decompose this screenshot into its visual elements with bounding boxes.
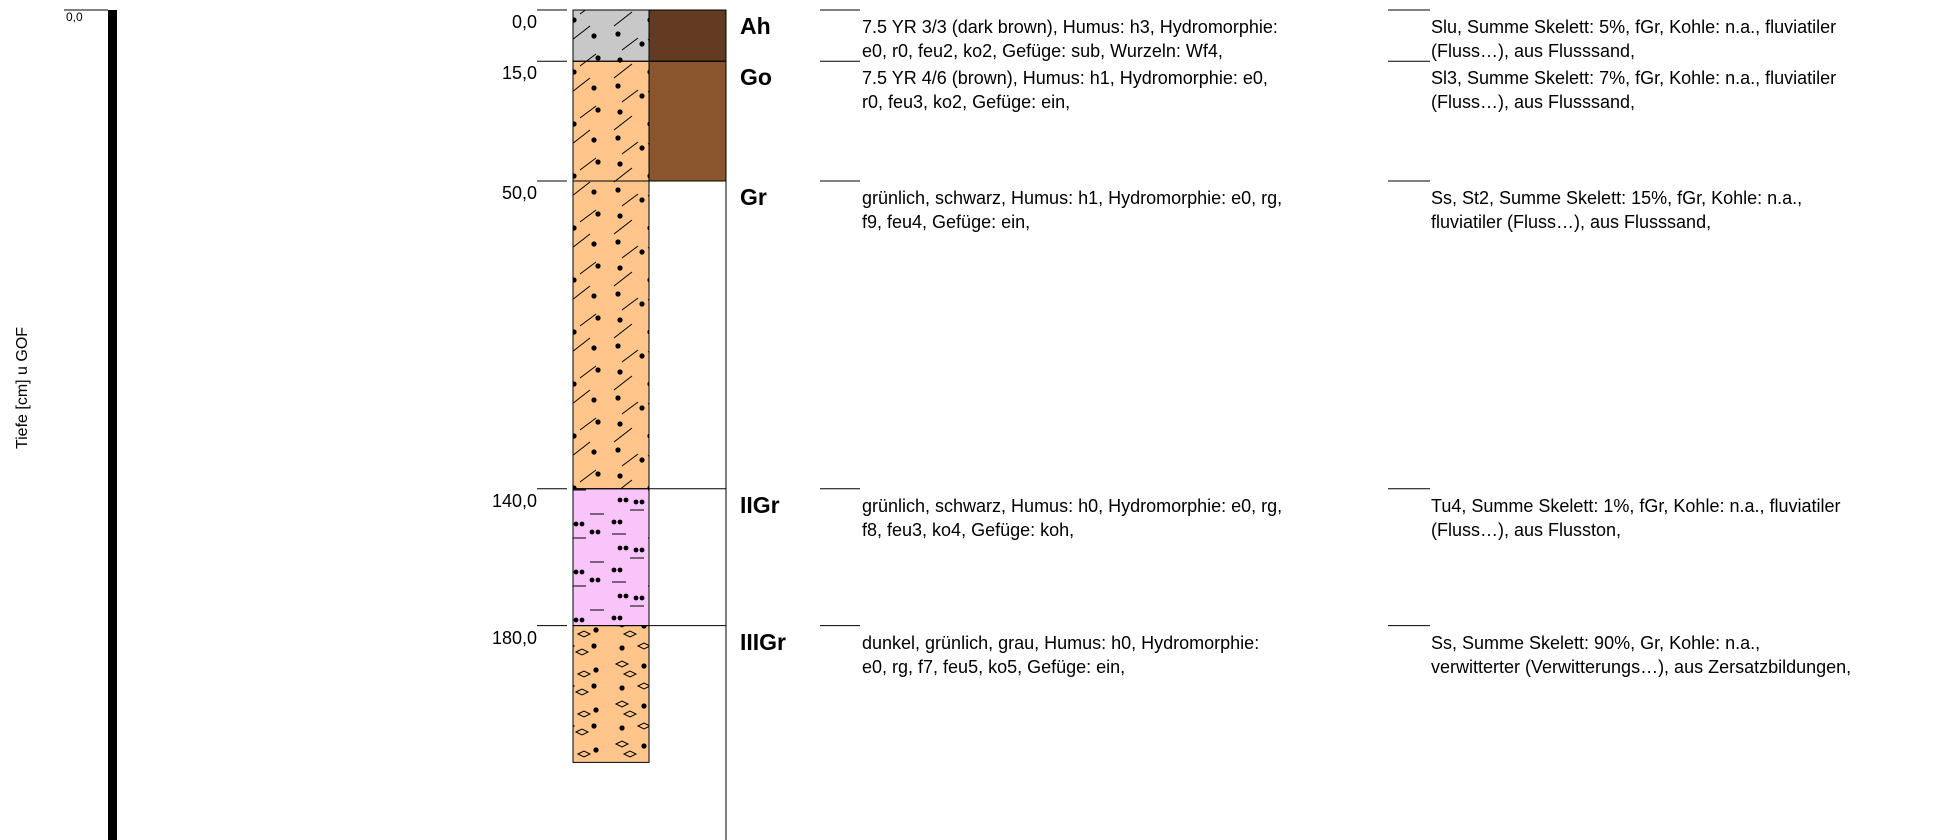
horizon-name-Go: Go — [740, 64, 772, 91]
horizon-description-IIIGr: dunkel, grünlich, grau, Humus: h0, Hydro… — [862, 632, 1260, 677]
lithology-pattern-IIIGr — [573, 625, 649, 763]
horizon-description-Ah: 7.5 YR 3/3 (dark brown), Humus: h3, Hydr… — [862, 17, 1278, 61]
depth-axis-bar — [108, 10, 117, 840]
lithology-pattern-Gr — [573, 181, 649, 489]
depth-value-Go: 15,0 — [501, 63, 537, 84]
horizon-description-Gr: grünlich, schwarz, Humus: h1, Hydromorph… — [862, 188, 1283, 232]
horizon-texture-IIGr: Tu4, Summe Skelett: 1%, fGr, Kohle: n.a.… — [1431, 495, 1841, 540]
lithology-pattern-Go — [573, 61, 649, 181]
horizon-description-IIGr: grünlich, schwarz, Humus: h0, Hydromorph… — [862, 495, 1283, 540]
horizon-name-IIGr: IIGr — [740, 491, 780, 518]
horizon-description-Go: 7.5 YR 4/6 (brown), Humus: h1, Hydromorp… — [862, 68, 1268, 113]
soil-color-swatch-Go — [648, 60, 727, 182]
horizon-texture-Ah: Slu, Summe Skelett: 5%, fGr, Kohle: n.a.… — [1431, 17, 1837, 61]
depth-value-IIIGr: 180,0 — [491, 627, 537, 648]
lithology-pattern-Ah — [573, 10, 649, 62]
depth-value-Ah: 0,0 — [511, 12, 537, 32]
depth-axis-top-value: 0,0 — [66, 10, 83, 24]
horizon-texture-Gr: Ss, St2, Summe Skelett: 15%, fGr, Kohle:… — [1431, 188, 1803, 232]
soil-color-swatch-Ah — [648, 9, 727, 62]
horizon-name-IIIGr: IIIGr — [740, 628, 787, 655]
depth-value-IIGr: 140,0 — [491, 490, 537, 511]
horizon-name-Gr: Gr — [740, 184, 767, 210]
horizon-texture-IIIGr: Ss, Summe Skelett: 90%, Gr, Kohle: n.a.,… — [1431, 632, 1852, 677]
horizon-texture-Go: Sl3, Summe Skelett: 7%, fGr, Kohle: n.a.… — [1431, 68, 1837, 113]
depth-axis-label: Tiefe [cm] u GOF — [14, 326, 31, 450]
depth-value-Gr: 50,0 — [501, 183, 537, 203]
lithology-pattern-IIGr — [573, 488, 649, 626]
horizon-name-Ah: Ah — [740, 13, 771, 39]
